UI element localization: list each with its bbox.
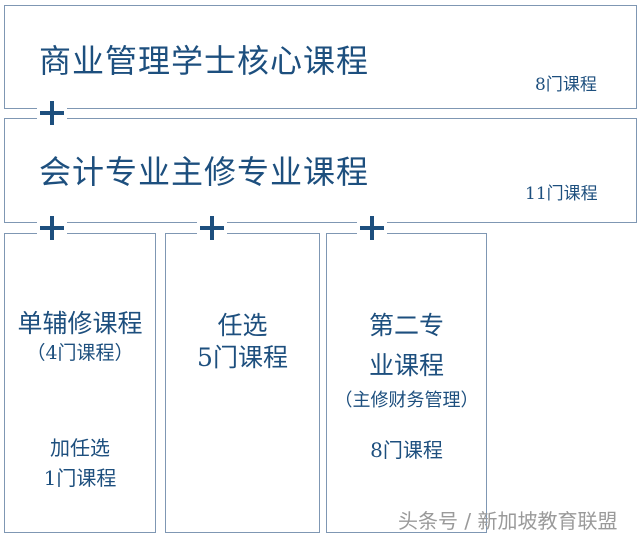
major-courses-title: 会计专业主修专业课程 <box>39 153 370 191</box>
second-major-subtitle: （主修财务管理） <box>334 390 479 411</box>
second-major-column: 第二专 业课程 （主修财务管理） 8门课程 <box>326 233 487 533</box>
second-major-title-1: 第二专 <box>368 311 444 340</box>
elective-column: 任选 5门课程 <box>165 233 320 533</box>
minor-extra-label: 加任选 <box>50 436 110 460</box>
minor-title: 单辅修课程 <box>17 309 143 338</box>
minor-count: （4门课程） <box>26 342 134 364</box>
core-courses-box: 商业管理学士核心课程 8门课程 <box>4 5 637 109</box>
core-courses-count: 8门课程 <box>535 75 597 95</box>
minor-extra-count: 1门课程 <box>43 466 117 490</box>
watermark: 头条号 / 新加坡教育联盟 <box>398 509 618 533</box>
plus-icon <box>357 216 387 240</box>
second-major-title-2: 业课程 <box>368 351 444 380</box>
minor-column: 单辅修课程 （4门课程） 加任选 1门课程 <box>4 233 156 533</box>
core-courses-title: 商业管理学士核心课程 <box>39 42 370 80</box>
plus-icon <box>37 101 67 125</box>
second-major-count: 8门课程 <box>370 438 443 462</box>
plus-icon <box>37 216 67 240</box>
elective-title: 任选 <box>217 311 268 340</box>
elective-count: 5门课程 <box>197 343 288 372</box>
major-courses-box: 会计专业主修专业课程 11门课程 <box>4 118 637 223</box>
plus-icon <box>197 216 227 240</box>
major-courses-count: 11门课程 <box>525 184 598 204</box>
